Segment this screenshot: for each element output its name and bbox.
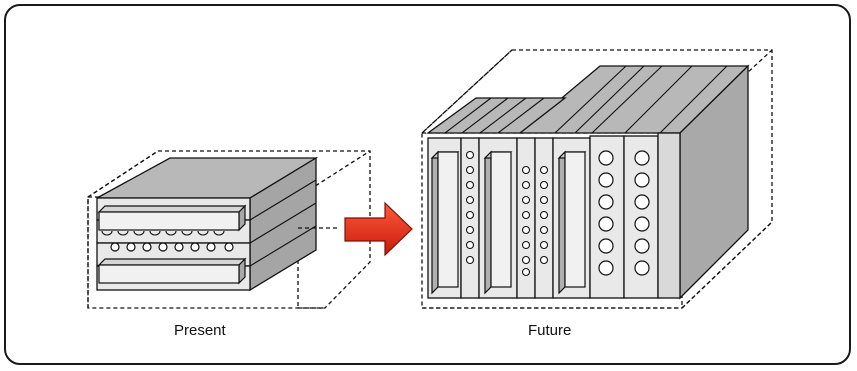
present-equipment [87, 150, 371, 309]
future-equipment [421, 49, 773, 309]
future-port-column-2 [521, 165, 531, 277]
future-port-column-1 [465, 150, 475, 265]
future-card-handle-3 [557, 150, 587, 295]
present-label: Present [174, 322, 226, 339]
future-card-handle-2 [483, 150, 513, 295]
transition-arrow-icon [344, 201, 413, 257]
future-port-column-4 [598, 150, 614, 276]
future-label: Future [528, 322, 572, 339]
present-card-slot-top [97, 204, 247, 232]
future-port-column-5 [634, 150, 650, 276]
future-card-handle-1 [430, 150, 460, 295]
future-module-9 [657, 132, 681, 299]
present-card-slot-bottom [97, 257, 247, 285]
future-port-column-3 [539, 165, 549, 265]
present-port-row [110, 242, 234, 252]
